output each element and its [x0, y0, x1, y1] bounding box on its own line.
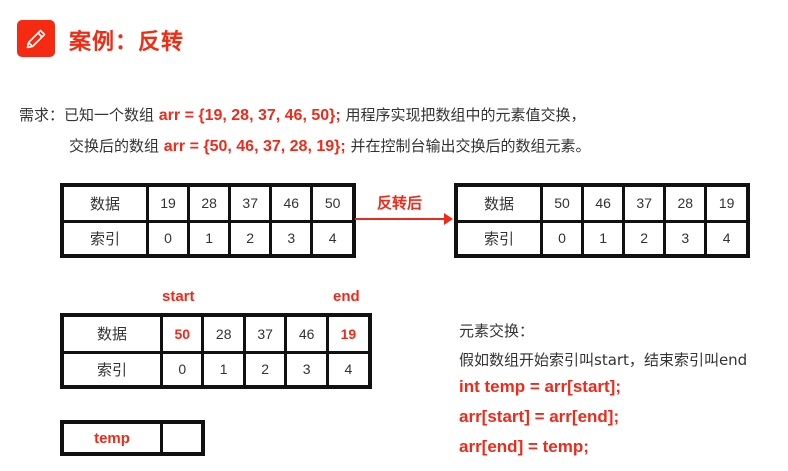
- swap-heading: 元素交换：: [459, 322, 535, 340]
- reversed-array-code: arr = {50, 46, 37, 28, 19};: [163, 138, 346, 155]
- index-label: 索引: [60, 350, 163, 389]
- data-cell: 28: [187, 183, 232, 223]
- pencil-icon: [17, 20, 55, 57]
- swap-array-table: 数据 50 28 37 46 19 索引 0 1 2 3 4: [60, 313, 372, 389]
- code-line-2: arr[start] = arr[end];: [459, 407, 620, 426]
- requirement-line-1-prefix: 需求：已知一个数组: [19, 106, 159, 124]
- requirement-line-2: 交换后的数组 arr = {50, 46, 37, 28, 19}; 并在控制台…: [69, 135, 590, 156]
- index-cell: 4: [310, 219, 356, 258]
- temp-value-cell: [160, 420, 205, 456]
- data-label: 数据: [60, 313, 163, 354]
- reverse-arrow-label: 反转后: [377, 194, 423, 212]
- data-cell: 37: [622, 183, 667, 223]
- index-cell: 0: [159, 350, 205, 389]
- index-row: 索引 0 1 2 3 4: [454, 219, 750, 258]
- end-pointer-label: end: [333, 288, 360, 305]
- page-title: 案例：反转: [69, 30, 185, 55]
- index-row: 索引 0 1 2 3 4: [60, 219, 356, 258]
- start-pointer-label: start: [162, 288, 195, 305]
- temp-label: temp: [60, 420, 163, 456]
- swap-description: 假如数组开始索引叫start，结束索引叫end: [459, 351, 748, 369]
- original-array-code: arr = {19, 28, 37, 46, 50};: [158, 107, 341, 124]
- data-cell: 28: [663, 183, 708, 223]
- data-label: 数据: [454, 183, 543, 223]
- data-cell: 50: [539, 183, 585, 223]
- data-cell: 37: [242, 313, 288, 354]
- data-label: 数据: [60, 183, 149, 223]
- before-array-table: 数据 19 28 37 46 50 索引 0 1 2 3 4: [60, 183, 356, 258]
- data-cell: 19: [145, 183, 191, 223]
- index-cell: 1: [187, 219, 232, 258]
- requirement-line-2-suffix: 并在控制台输出交换后的数组元素。: [345, 137, 591, 155]
- data-cell-start: 50: [159, 313, 205, 354]
- data-cell: 19: [704, 183, 750, 223]
- index-cell: 0: [539, 219, 585, 258]
- index-cell: 3: [663, 219, 708, 258]
- arrow-right-icon: [444, 213, 453, 225]
- index-cell: 1: [581, 219, 626, 258]
- data-cell: 28: [201, 313, 246, 354]
- requirement-line-1: 需求：已知一个数组 arr = {19, 28, 37, 46, 50}; 用程…: [19, 104, 585, 125]
- index-cell: 4: [704, 219, 750, 258]
- data-row: 数据 19 28 37 46 50: [60, 183, 356, 223]
- requirement-line-2-prefix: 交换后的数组: [69, 137, 164, 155]
- after-array-table: 数据 50 46 37 28 19 索引 0 1 2 3 4: [454, 183, 750, 258]
- code-line-1: int temp = arr[start];: [459, 377, 621, 396]
- data-cell: 46: [269, 183, 314, 223]
- index-cell: 3: [269, 219, 314, 258]
- index-row: 索引 0 1 2 3 4: [60, 350, 372, 389]
- index-cell: 3: [284, 350, 329, 389]
- index-cell: 2: [622, 219, 667, 258]
- index-cell: 1: [201, 350, 246, 389]
- index-label: 索引: [454, 219, 543, 258]
- requirement-line-1-suffix: 用程序实现把数组中的元素值交换，: [340, 106, 586, 124]
- index-cell: 4: [325, 350, 372, 389]
- index-label: 索引: [60, 219, 149, 258]
- data-cell-end: 19: [325, 313, 372, 354]
- index-cell: 0: [145, 219, 191, 258]
- index-cell: 2: [242, 350, 288, 389]
- data-row: 数据 50 46 37 28 19: [454, 183, 750, 223]
- index-cell: 2: [228, 219, 273, 258]
- data-cell: 46: [581, 183, 626, 223]
- temp-variable-table: temp: [60, 420, 205, 456]
- reverse-arrow-line: [355, 218, 451, 220]
- data-cell: 37: [228, 183, 273, 223]
- data-row: 数据 50 28 37 46 19: [60, 313, 372, 354]
- temp-row: temp: [60, 420, 205, 456]
- data-cell: 46: [284, 313, 329, 354]
- code-line-3: arr[end] = temp;: [459, 437, 589, 456]
- data-cell: 50: [310, 183, 356, 223]
